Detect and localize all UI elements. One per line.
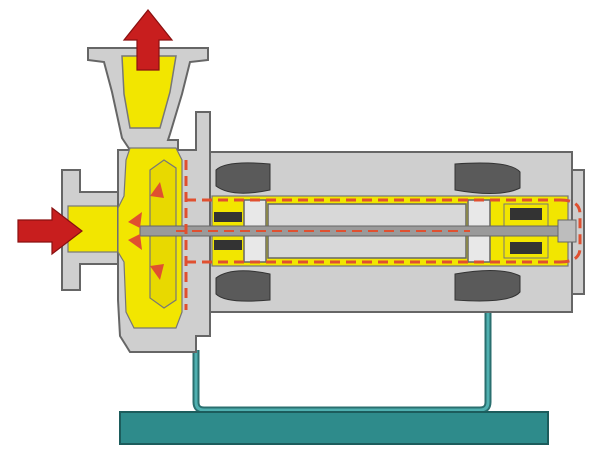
support-frame <box>192 312 492 414</box>
winding-bottom-right <box>454 269 521 302</box>
discharge-channel <box>121 55 177 129</box>
bearing-block-top <box>510 208 542 220</box>
front-block-bottom <box>214 240 242 250</box>
front-block-top <box>214 212 242 222</box>
base-support <box>119 312 549 445</box>
outlet-arrow-icon <box>122 9 174 71</box>
bearing-block-bottom <box>510 242 542 254</box>
inlet-arrow-icon <box>17 206 83 256</box>
impeller-flow-arrows <box>128 182 164 280</box>
shaft-nut <box>557 219 577 243</box>
internal-flow <box>176 160 582 310</box>
winding-top-right <box>454 162 521 195</box>
suction-inlet <box>61 169 125 291</box>
discharge-nozzle <box>87 47 209 151</box>
inlet-channel <box>67 205 125 253</box>
winding-bottom-left <box>215 270 271 302</box>
winding-top-left <box>215 162 271 194</box>
motor-housing <box>139 151 585 313</box>
base-plate <box>119 411 549 445</box>
